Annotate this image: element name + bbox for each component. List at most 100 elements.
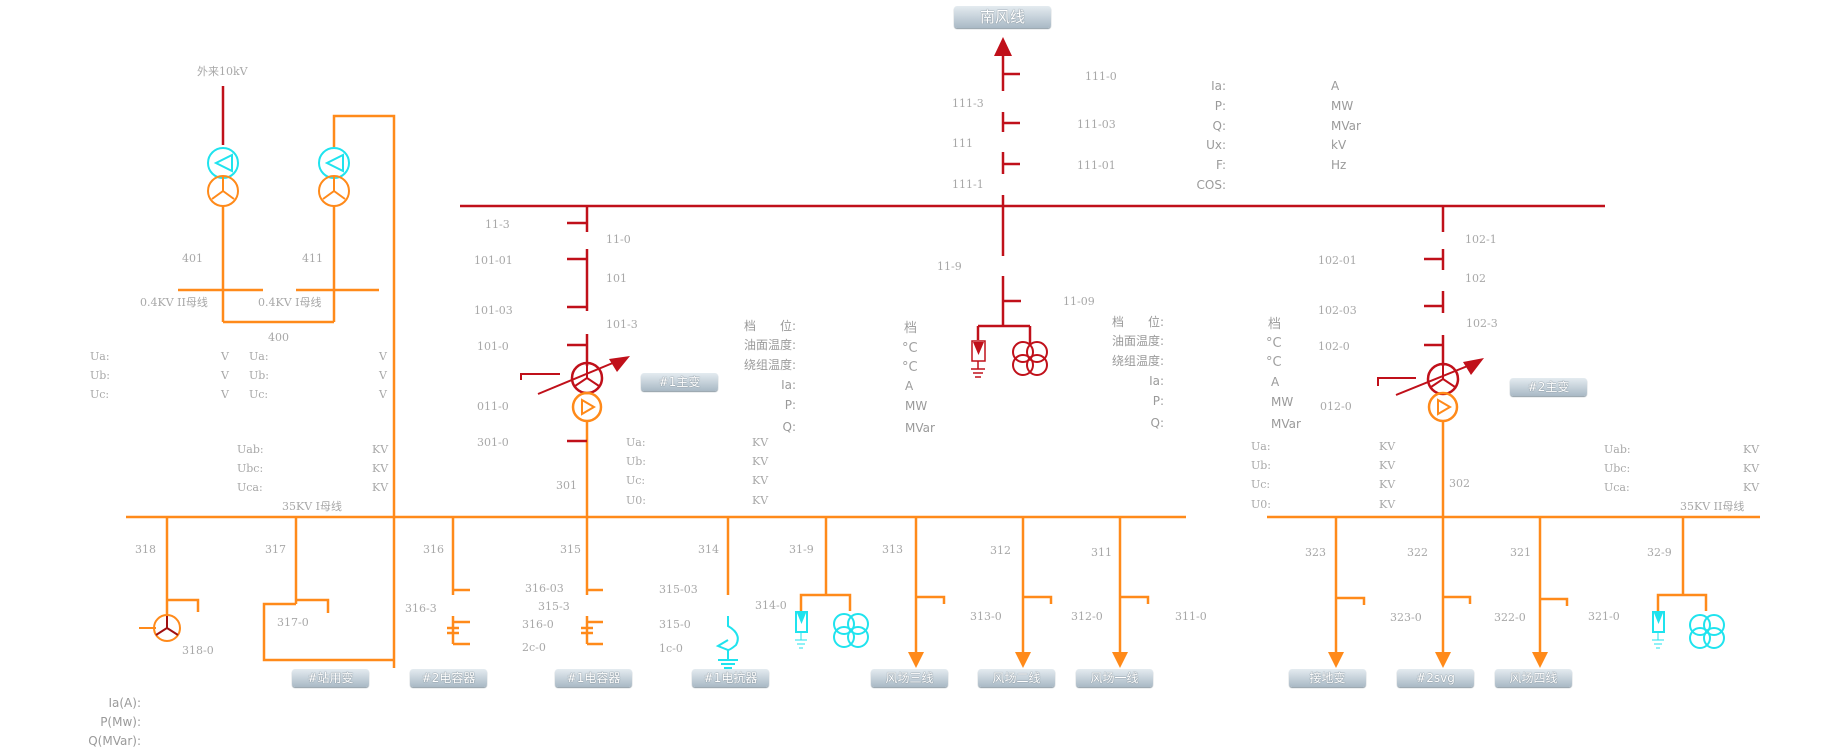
svg-text:A: A [1331, 79, 1340, 93]
svg-text:°C: °C [1266, 336, 1282, 351]
svg-text:A: A [905, 379, 914, 393]
label-11-3: 11-3 [485, 218, 510, 231]
svg-text:P:: P: [1215, 99, 1226, 113]
station-transformer-button[interactable]: #站用变 [292, 669, 369, 687]
svg-text:档: 档 [1268, 317, 1281, 332]
t2-bay [1377, 206, 1484, 517]
t1-button[interactable]: #1主变 [641, 373, 718, 391]
arrow-down-icon [1532, 652, 1548, 668]
label-102-1: 102-1 [1465, 233, 1497, 246]
label-321-0: 321-0 [1588, 610, 1620, 623]
wind-line-2-button[interactable]: 风场二线 [978, 669, 1055, 687]
svg-2-button[interactable]: #2svg [1397, 669, 1474, 687]
label-315-3: 315-3 [538, 600, 570, 613]
svg-text:KV: KV [372, 443, 389, 456]
svg-text:KV: KV [1379, 478, 1396, 491]
svg-text:Uc:: Uc: [90, 388, 109, 401]
label-11-0: 11-0 [606, 233, 631, 246]
label-316-0: 316-0 [522, 618, 554, 631]
svg-text:Ub:: Ub: [626, 455, 646, 468]
lv-bus2-label: 0.4KV II母线 [140, 295, 208, 309]
svg-text:KV: KV [1379, 498, 1396, 511]
feeder-322 [1435, 517, 1472, 668]
top-feeder-111 [994, 37, 1020, 206]
label-315: 315 [560, 543, 581, 556]
svg-text:Uca:: Uca: [237, 481, 263, 494]
svg-text:°C: °C [902, 360, 918, 375]
svg-text:Ia:: Ia: [1149, 374, 1164, 388]
feeder-317 [262, 517, 394, 662]
capacitor-icon[interactable] [581, 616, 603, 646]
wind-line-4-button[interactable]: 风场四线 [1495, 669, 1572, 687]
feeder-311 [1112, 517, 1150, 668]
label-101: 101 [606, 272, 627, 285]
line-nanfeng-button[interactable]: 南风线 [954, 6, 1051, 28]
svg-text:Uab:: Uab: [237, 443, 264, 456]
bus2-label: 35KV II母线 [1680, 499, 1744, 513]
bottom-meter: Ia(A): P(Mw): Q(MVar): [88, 696, 141, 748]
reactor-icon[interactable] [715, 616, 739, 669]
label-101-3: 101-3 [606, 318, 638, 331]
wind-line-3-button[interactable]: 风场三线 [871, 669, 948, 687]
svg-text:Q:: Q: [783, 420, 797, 434]
label-101-01: 101-01 [474, 254, 513, 267]
svg-text:绕组温度:: 绕组温度: [744, 357, 796, 372]
label-318: 318 [135, 543, 156, 556]
label-302: 302 [1449, 477, 1470, 490]
svg-text:F:: F: [1216, 158, 1226, 172]
transformer-lv-winding-icon[interactable] [571, 391, 603, 423]
pt-top[interactable] [971, 206, 1048, 378]
label-102-3: 102-3 [1466, 317, 1498, 330]
arrow-down-icon [1435, 652, 1451, 668]
label-111-0: 111-0 [1085, 70, 1117, 83]
label-31-9: 31-9 [789, 543, 814, 556]
label-011-0: 011-0 [477, 400, 509, 413]
svg-text:Ux:: Ux: [1206, 138, 1226, 152]
label-012-0: 012-0 [1320, 400, 1352, 413]
t2-meter: 档 位: 油面温度: 绕组温度: Ia: P: Q: 档 °C °C A MW … [1112, 314, 1301, 431]
wind-line-1-button[interactable]: 风场一线 [1076, 669, 1153, 687]
svg-text:Ua:: Ua: [1251, 440, 1271, 453]
svg-text:档: 档 [904, 321, 917, 336]
feeder-32-9-pt[interactable] [1652, 517, 1725, 649]
label-111: 111 [952, 137, 973, 150]
t2-button[interactable]: #2主变 [1510, 378, 1587, 396]
feeder-312 [1015, 517, 1053, 668]
reactor-1-button[interactable]: #1电抗器 [692, 669, 769, 687]
svg-text:Hz: Hz [1331, 158, 1346, 172]
svg-text:P:: P: [785, 398, 796, 412]
label-102-0: 102-0 [1318, 340, 1350, 353]
label-111-1: 111-1 [952, 178, 984, 191]
svg-text:Ia(A):: Ia(A): [108, 696, 141, 710]
capacitor-1-button[interactable]: #1电容器 [555, 669, 632, 687]
feeder-316 [447, 517, 470, 646]
transformer2-lv-winding-icon[interactable] [1427, 391, 1459, 423]
svg-text:Ua:: Ua: [626, 436, 646, 449]
svg-text:°C: °C [902, 341, 918, 356]
arrow-down-icon [1015, 652, 1031, 668]
svg-text:A: A [1271, 375, 1280, 389]
feeder-318 [139, 517, 200, 642]
label-314-0: 314-0 [755, 599, 787, 612]
svg-text:Ia:: Ia: [1211, 79, 1226, 93]
svg-text:档 位:: 档 位: [744, 318, 796, 333]
svg-text:V: V [220, 350, 230, 363]
bus1-phase-meter: Ua: Ub: Uc: U0: KV KV KV KV [626, 436, 769, 507]
svg-text:MVar: MVar [1271, 417, 1301, 431]
svg-text:V: V [220, 369, 230, 382]
bus1-line-meter: Uab: Ubc: Uca: KV KV KV [237, 443, 389, 494]
label-313-0: 313-0 [970, 610, 1002, 623]
tap-arrow-icon [1463, 358, 1484, 375]
label-315-03: 315-03 [659, 583, 698, 596]
feeder-314 [715, 517, 739, 669]
capacitor-2-button[interactable]: #2电容器 [410, 669, 487, 687]
capacitor-icon[interactable] [447, 616, 470, 646]
feeder-31-9-pt[interactable] [795, 517, 869, 649]
svg-text:油面温度:: 油面温度: [744, 337, 796, 352]
transformer-411-hv-icon[interactable] [318, 147, 350, 179]
svg-text:V: V [378, 369, 388, 382]
station-transformer-hv-icon[interactable] [207, 147, 239, 179]
label-111-03: 111-03 [1077, 118, 1116, 131]
label-101-0: 101-0 [477, 340, 509, 353]
grounding-transformer-button[interactable]: 接地变 [1289, 669, 1366, 687]
